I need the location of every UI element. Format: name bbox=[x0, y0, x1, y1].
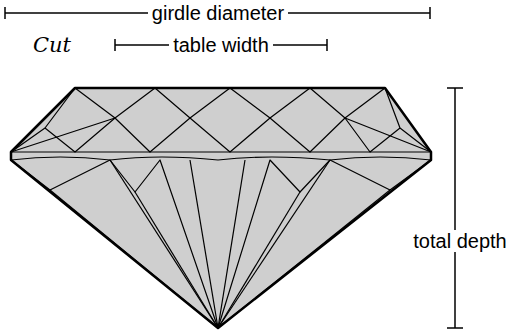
title-label: Cut bbox=[29, 34, 75, 57]
diamond-facets bbox=[11, 88, 431, 328]
depth-dimension-line bbox=[454, 88, 456, 328]
girdle-line bbox=[11, 157, 431, 160]
lower-girdle-facets bbox=[11, 160, 431, 328]
pavilion-facet bbox=[218, 160, 245, 328]
pavilion-facet bbox=[50, 190, 218, 328]
upper-girdle-facets bbox=[345, 118, 400, 152]
pavilion-facet bbox=[218, 190, 390, 328]
dimension-label: table width bbox=[169, 34, 273, 56]
bezel-facets bbox=[11, 118, 431, 152]
dimension-tick bbox=[4, 7, 6, 19]
dimension-tick bbox=[114, 39, 116, 51]
bezel-facets bbox=[11, 88, 75, 152]
dimension-tick bbox=[447, 87, 463, 89]
dimension-lines bbox=[5, 7, 463, 328]
upper-girdle-facets bbox=[45, 118, 115, 152]
dimension-tick bbox=[429, 7, 431, 19]
pavilion-facet bbox=[190, 160, 218, 328]
diamond-outline bbox=[11, 88, 431, 328]
dimension-tick bbox=[447, 327, 463, 329]
bezel-facets bbox=[385, 88, 431, 152]
pavilion-facet bbox=[218, 192, 300, 328]
dimension-label: girdle diameter bbox=[148, 2, 288, 24]
dimension-tick bbox=[326, 39, 328, 51]
dimension-label: total depth bbox=[409, 230, 510, 252]
star-facets bbox=[75, 88, 385, 118]
pavilion-facet bbox=[110, 160, 218, 328]
pavilion-facet bbox=[218, 160, 330, 328]
